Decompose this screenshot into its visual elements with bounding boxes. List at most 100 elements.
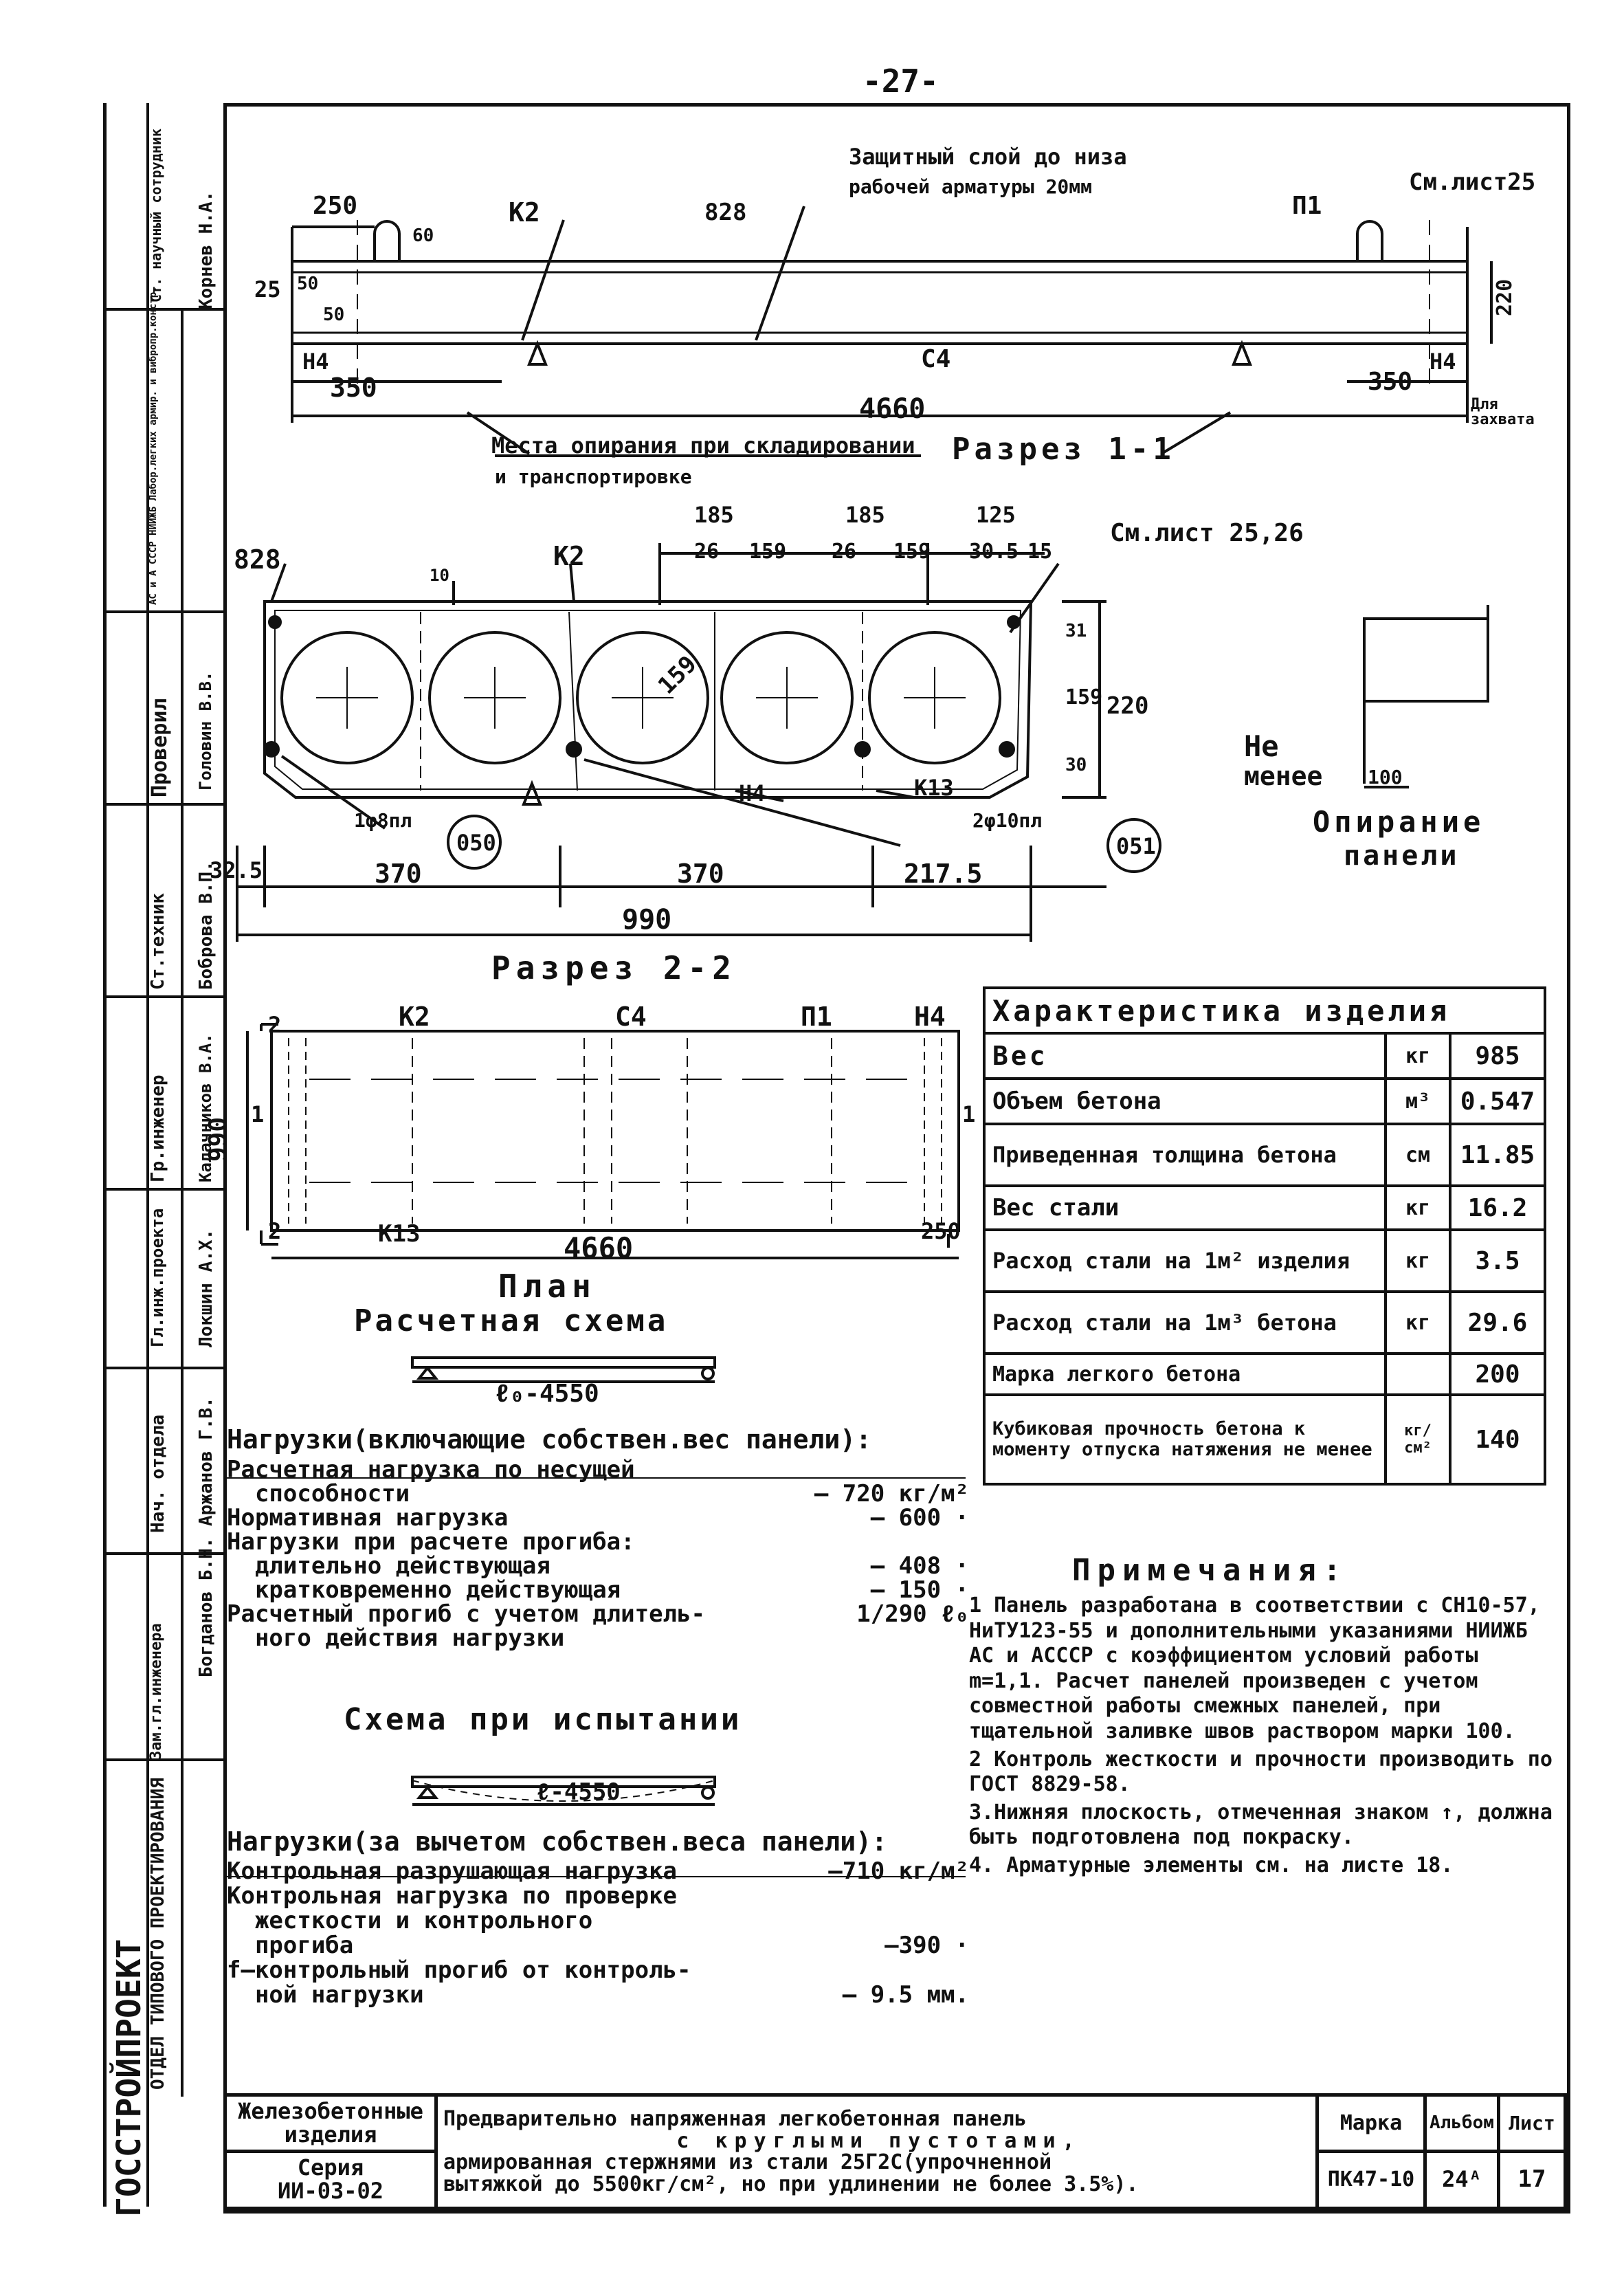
protective-layer-note: Защитный слой до низа — [849, 144, 1127, 170]
dim-220-top: 220 — [1493, 278, 1517, 316]
dim-60: 60 — [412, 225, 434, 246]
note-4: 4. Арматурные элементы см. на листе 18. — [969, 1853, 1454, 1877]
calc-row: кратковременно действующая— 150 · — [227, 1576, 969, 1604]
support-note-2: и транспортировке — [495, 465, 692, 488]
tb-album: 24ᴬ — [1423, 2150, 1500, 2210]
sec-label-k13: К13 — [914, 775, 954, 801]
plan-cut-2-top: 2 — [268, 1012, 282, 1038]
plan-title: План — [498, 1268, 597, 1305]
support-dim-100: 100 — [1368, 766, 1403, 788]
test-span: ℓ-4550 — [536, 1778, 621, 1806]
section-1-1-title: Разрез 1-1 — [952, 432, 1175, 467]
bar-1d8: 1φ8пл — [354, 809, 412, 832]
page-number: -27- — [863, 63, 939, 100]
sec-dim-31: 31 — [1065, 621, 1087, 641]
characteristics-header: Характеристика изделия — [983, 986, 1546, 1035]
plan-cut-1-left: 1 — [251, 1101, 265, 1127]
test-row: ной нагрузки— 9.5 мм. — [227, 1981, 969, 2009]
calc-span: ℓ₀-4550 — [495, 1380, 599, 1408]
dim-50b: 50 — [323, 305, 345, 325]
test-row: прогиба—390 · — [227, 1932, 969, 1959]
plan-label-k2: К2 — [399, 1002, 430, 1032]
calc-row: Нормативная нагрузка— 600 · — [227, 1504, 969, 1532]
support-text-1: Не — [1244, 729, 1279, 763]
calc-row: ного действия нагрузки — [227, 1624, 565, 1652]
sec-dim-26b: 26 — [832, 540, 857, 564]
sec-dim-159a: 159 — [749, 540, 787, 564]
stamp-strip — [103, 103, 227, 2207]
label-p1-top: П1 — [1292, 192, 1322, 220]
test-row: жесткости и контрольного — [227, 1907, 593, 1934]
notes-title: Примечания: — [1072, 1553, 1348, 1588]
char-row: Кубиковая прочность бетона к моменту отп… — [983, 1393, 1546, 1486]
sec-dim-159-v: 159 — [1065, 685, 1103, 709]
test-loads-list: Контрольная разрушающая нагрузка—710 кг/… — [227, 1857, 969, 2009]
plan-label-k13: К13 — [378, 1220, 421, 1248]
support-title-2: панели — [1344, 840, 1460, 872]
label-828-top: 828 — [704, 199, 747, 226]
sec-dim-185b: 185 — [845, 502, 885, 528]
test-row: Контрольная разрушающая нагрузка—710 кг/… — [227, 1857, 969, 1885]
label-h4-left: Н4 — [302, 349, 329, 375]
label-h4-right: Н4 — [1430, 349, 1456, 375]
calc-row: Расчетная нагрузка по несущей — [227, 1456, 635, 1483]
characteristics-title: Характеристика изделия — [983, 986, 1546, 1035]
sec-dim-32-5: 32.5 — [210, 857, 263, 883]
sec-dim-15: 15 — [1027, 540, 1053, 564]
title-block: Железобетонные изделия Предварительно на… — [223, 2093, 1567, 2210]
mark-050: 050 — [456, 830, 496, 856]
plan-label-p1: П1 — [801, 1002, 832, 1032]
dim-250: 250 — [313, 192, 358, 220]
label-c4-top: С4 — [921, 345, 951, 373]
calc-row: способности— 720 кг/м² — [227, 1480, 969, 1508]
dim-50a: 50 — [297, 274, 319, 294]
dim-4660-top: 4660 — [859, 393, 926, 425]
tb-mark: ПК47-10 — [1315, 2150, 1427, 2210]
note-3: 3.Нижняя плоскость, отмеченная знаком ↑,… — [969, 1800, 1553, 1850]
tb-description: Предварительно напряженная легкобетонная… — [434, 2093, 1319, 2210]
sec-dim-217-5: 217.5 — [904, 859, 983, 889]
support-note-1: Места опирания при складировании — [491, 432, 915, 459]
sec-dim-10: 10 — [430, 566, 449, 585]
tb-sheet-header: Лист — [1497, 2093, 1567, 2153]
grip-note: Для захвата — [1471, 396, 1535, 428]
mark-051: 051 — [1116, 833, 1156, 859]
dim-25: 25 — [254, 276, 281, 302]
sec-dim-125: 125 — [976, 502, 1016, 528]
dim-350-right: 350 — [1368, 368, 1413, 396]
support-text-2: менее — [1244, 761, 1323, 791]
plan-cut-2-bottom: 2 — [268, 1218, 282, 1244]
see-sheet-25: См.лист25 — [1409, 168, 1536, 196]
sec-dim-30: 30 — [1065, 755, 1087, 775]
section-2-2-title: Разрез 2-2 — [491, 949, 737, 986]
calc-row: Расчетный прогиб с учетом длитель-1/290 … — [227, 1600, 969, 1628]
tb-category: Железобетонные изделия — [223, 2093, 438, 2153]
see-sheet-25-26: См.лист 25,26 — [1110, 519, 1304, 547]
test-title: Схема при испытании — [344, 1702, 742, 1737]
sec-dim-370b: 370 — [677, 859, 724, 889]
test-loads-title: Нагрузки(за вычетом собствен.веса панели… — [227, 1826, 887, 1857]
dim-350-left: 350 — [330, 373, 377, 403]
sec-dim-26a: 26 — [694, 540, 720, 564]
sec-dim-30-5: 30.5 — [969, 540, 1019, 564]
calc-title: Расчетная схема — [354, 1303, 669, 1338]
protective-layer-note-2: рабочей арматуры 20мм — [849, 175, 1093, 198]
sec-label-h4: Н4 — [739, 780, 766, 806]
bar-2d10: 2φ10пл — [972, 809, 1043, 832]
tb-series: Серия ИИ-03-02 — [223, 2150, 438, 2210]
plan-dim-250: 250 — [921, 1218, 961, 1244]
notes-list: 1 Панель разработана в соответствии с СН… — [969, 1593, 1553, 1879]
sec-dim-370a: 370 — [375, 859, 422, 889]
sec-dim-990: 990 — [622, 904, 672, 936]
plan-cut-1-right: 1 — [962, 1101, 976, 1127]
calc-row: Нагрузки при расчете прогиба: — [227, 1528, 635, 1556]
